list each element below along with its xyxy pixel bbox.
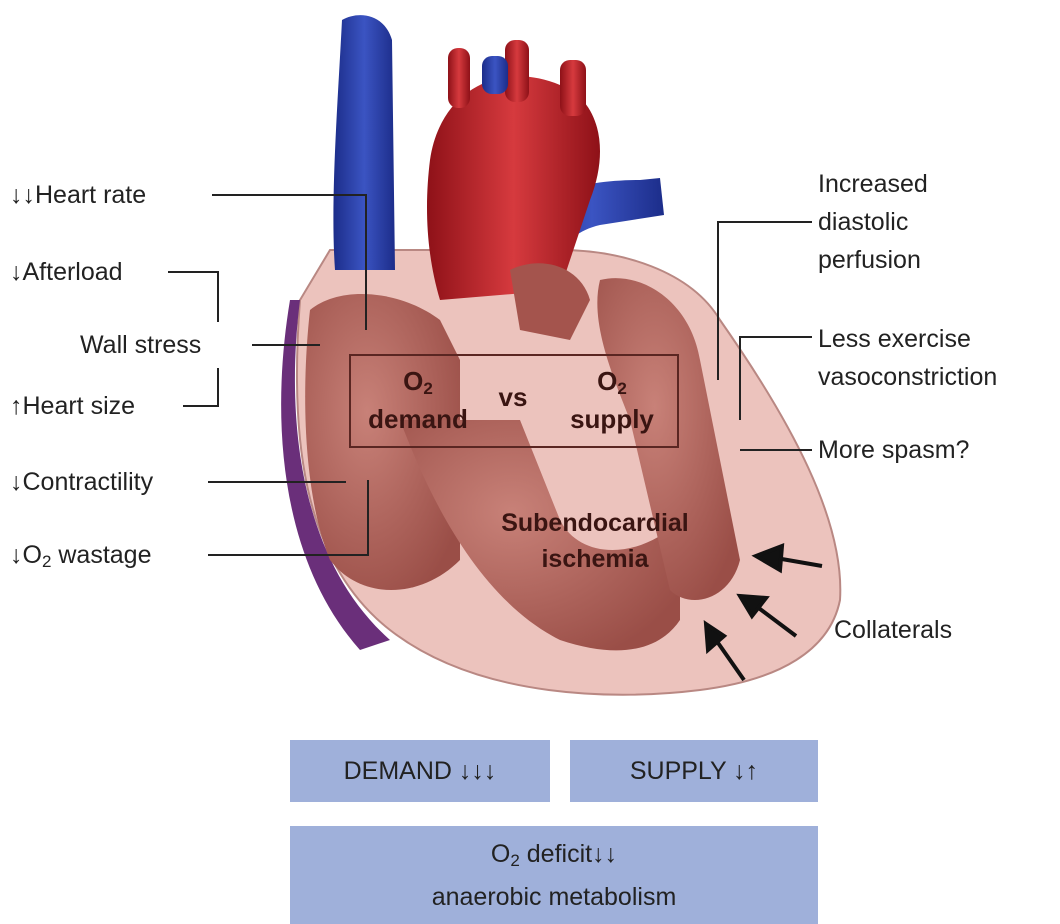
ischemia-line-2: ischemia <box>460 541 730 577</box>
deficit-line-1: O2 deficit↓↓ <box>491 836 617 879</box>
diastolic-line-1: Increased <box>818 165 928 203</box>
o2-supply-word: supply <box>552 404 672 434</box>
pulmonary-branch <box>482 56 508 94</box>
label-wall-stress: Wall stress <box>80 330 201 360</box>
o2-wastage-subscript: 2 <box>42 552 51 571</box>
o2-supply-label: O2 supply <box>552 366 672 434</box>
deficit-subscript: 2 <box>510 851 519 870</box>
o2-demand-label: O2 demand <box>358 366 478 434</box>
label-collaterals: Collaterals <box>834 615 952 645</box>
deficit-o: O <box>491 840 510 868</box>
o2-deficit-box: O2 deficit↓↓ anaerobic metabolism <box>290 826 818 924</box>
o2-supply-subscript: 2 <box>617 379 626 398</box>
o2-supply-o: O <box>597 366 617 396</box>
deficit-rest: deficit↓↓ <box>520 840 617 868</box>
exercise-line-2: vasoconstriction <box>818 358 997 396</box>
label-heart-rate: ↓↓Heart rate <box>10 180 146 210</box>
label-afterload: ↓Afterload <box>10 257 123 287</box>
vs-label: vs <box>493 382 533 412</box>
label-exercise-vasoconstriction: Less exercise vasoconstriction <box>818 320 997 396</box>
o2-wastage-arrow: ↓O <box>10 541 42 569</box>
label-heart-size: ↑Heart size <box>10 391 135 421</box>
aorta-branch-2 <box>505 40 529 102</box>
diastolic-line-2: diastolic <box>818 203 928 241</box>
o2-demand-subscript: 2 <box>423 379 432 398</box>
o2-demand-word: demand <box>358 404 478 434</box>
label-diastolic-perfusion: Increased diastolic perfusion <box>818 165 928 279</box>
o2-demand-o: O <box>403 366 423 396</box>
supply-box: SUPPLY ↓↑ <box>570 740 818 802</box>
deficit-line-2: anaerobic metabolism <box>432 879 677 915</box>
exercise-line-1: Less exercise <box>818 320 997 358</box>
ischemia-line-1: Subendocardial <box>460 505 730 541</box>
label-more-spasm: More spasm? <box>818 435 969 465</box>
label-contractility: ↓Contractility <box>10 467 153 497</box>
subendocardial-ischemia-label: Subendocardial ischemia <box>460 505 730 577</box>
superior-vena-cava <box>333 15 395 270</box>
aorta-branch-3 <box>560 60 586 116</box>
o2-supply-symbol: O2 <box>552 366 672 404</box>
aorta-branch-1 <box>448 48 470 108</box>
o2-demand-symbol: O2 <box>358 366 478 404</box>
label-o2-wastage: ↓O2 wastage <box>10 540 151 577</box>
diastolic-line-3: perfusion <box>818 241 928 279</box>
demand-box: DEMAND ↓↓↓ <box>290 740 550 802</box>
o2-wastage-rest: wastage <box>51 541 151 569</box>
